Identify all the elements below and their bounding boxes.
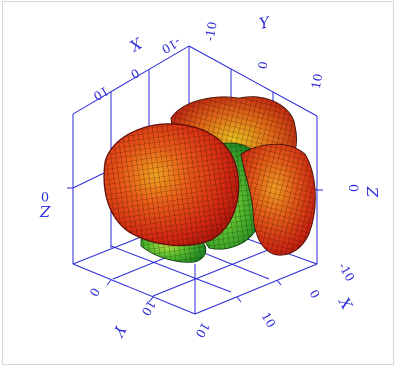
x-axis-top-tick-3: 10 [91, 84, 111, 104]
x-axis-bottom-tick-1: -10 [336, 260, 358, 284]
x-axis-top-title: X [125, 33, 145, 55]
z-axis-right-tick: 0 [345, 184, 360, 192]
x-axis-bottom-title: X [334, 294, 356, 314]
surface-mesh [103, 96, 316, 263]
plot-frame: X -10 0 10 Y -10 0 10 Z 0 0 Z 0 Y 10 10 … [2, 1, 394, 365]
y-axis-bottom-title: Y [108, 322, 130, 341]
y-axis-top-tick-1: -10 [202, 21, 219, 42]
z-axis-left-title: Z [39, 202, 51, 220]
x-axis-bottom-tick-3: 10 [259, 310, 279, 330]
surface-plot: X -10 0 10 Y -10 0 10 Z 0 0 Z 0 Y 10 10 … [39, 13, 381, 341]
y-axis-top-tick-2: 0 [256, 60, 271, 70]
x-axis-bottom-tick-2: 0 [306, 287, 322, 301]
y-axis-bottom-tick-1: 0 [86, 285, 102, 299]
tick-marks [67, 187, 323, 303]
y-axis-top-title: Y [258, 13, 273, 33]
axis-box-front [72, 263, 318, 315]
y-axis-bottom-tick-2: 10 [139, 298, 159, 318]
z-axis-right-title: Z [363, 186, 381, 198]
x-axis-top-tick-2: 0 [128, 65, 142, 81]
z-axis-left-tick: 0 [41, 188, 49, 203]
y-axis-bottom-tick-3: 10 [193, 320, 213, 340]
x-axis-top-tick-1: -10 [159, 35, 183, 57]
y-axis-top-tick-3: 10 [309, 73, 325, 90]
